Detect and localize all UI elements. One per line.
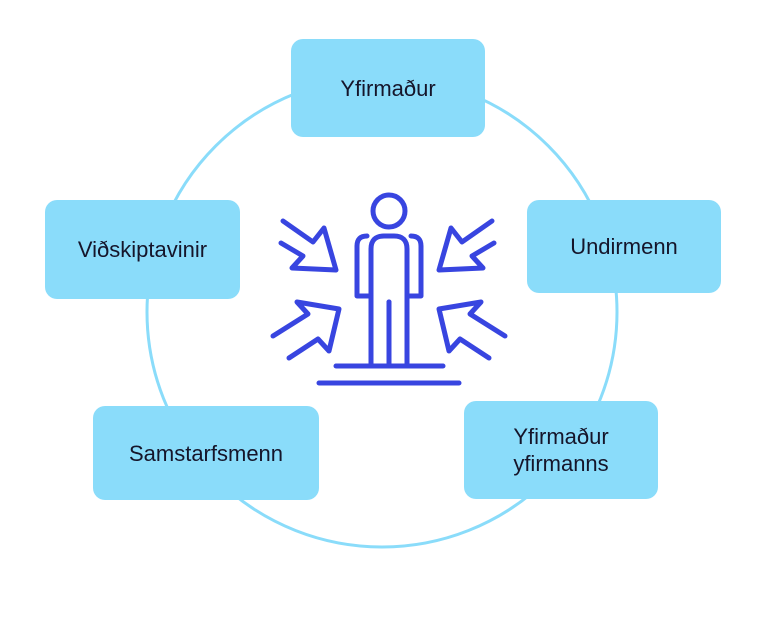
ground-lines-icon	[316, 363, 462, 386]
node-left-label: Viðskiptavinir	[77, 237, 208, 262]
node-top-label: Yfirmaður	[340, 75, 436, 101]
node-bottom-right-line1: Yfirmaður	[513, 424, 609, 449]
node-right: Undirmenn	[527, 200, 721, 293]
person-icon	[354, 192, 424, 369]
node-bottom-right-text: Yfirmaður yfirmanns	[513, 423, 608, 477]
node-bottom-right-line2: yfirmanns	[513, 451, 609, 476]
arrow-upper-left-icon	[278, 218, 339, 273]
arrow-lower-right-icon	[436, 299, 508, 361]
node-left: Viðskiptavinir	[45, 200, 240, 299]
arrow-lower-left-icon	[270, 299, 342, 361]
node-right-label: Undirmenn	[570, 234, 678, 259]
arrow-upper-right-icon	[436, 218, 497, 273]
node-bottom-right: Yfirmaður yfirmanns	[464, 401, 658, 499]
node-bottom-left-label: Samstarfsmenn	[128, 440, 284, 466]
node-top: Yfirmaður	[291, 39, 485, 137]
node-bottom-left: Samstarfsmenn	[93, 406, 319, 500]
